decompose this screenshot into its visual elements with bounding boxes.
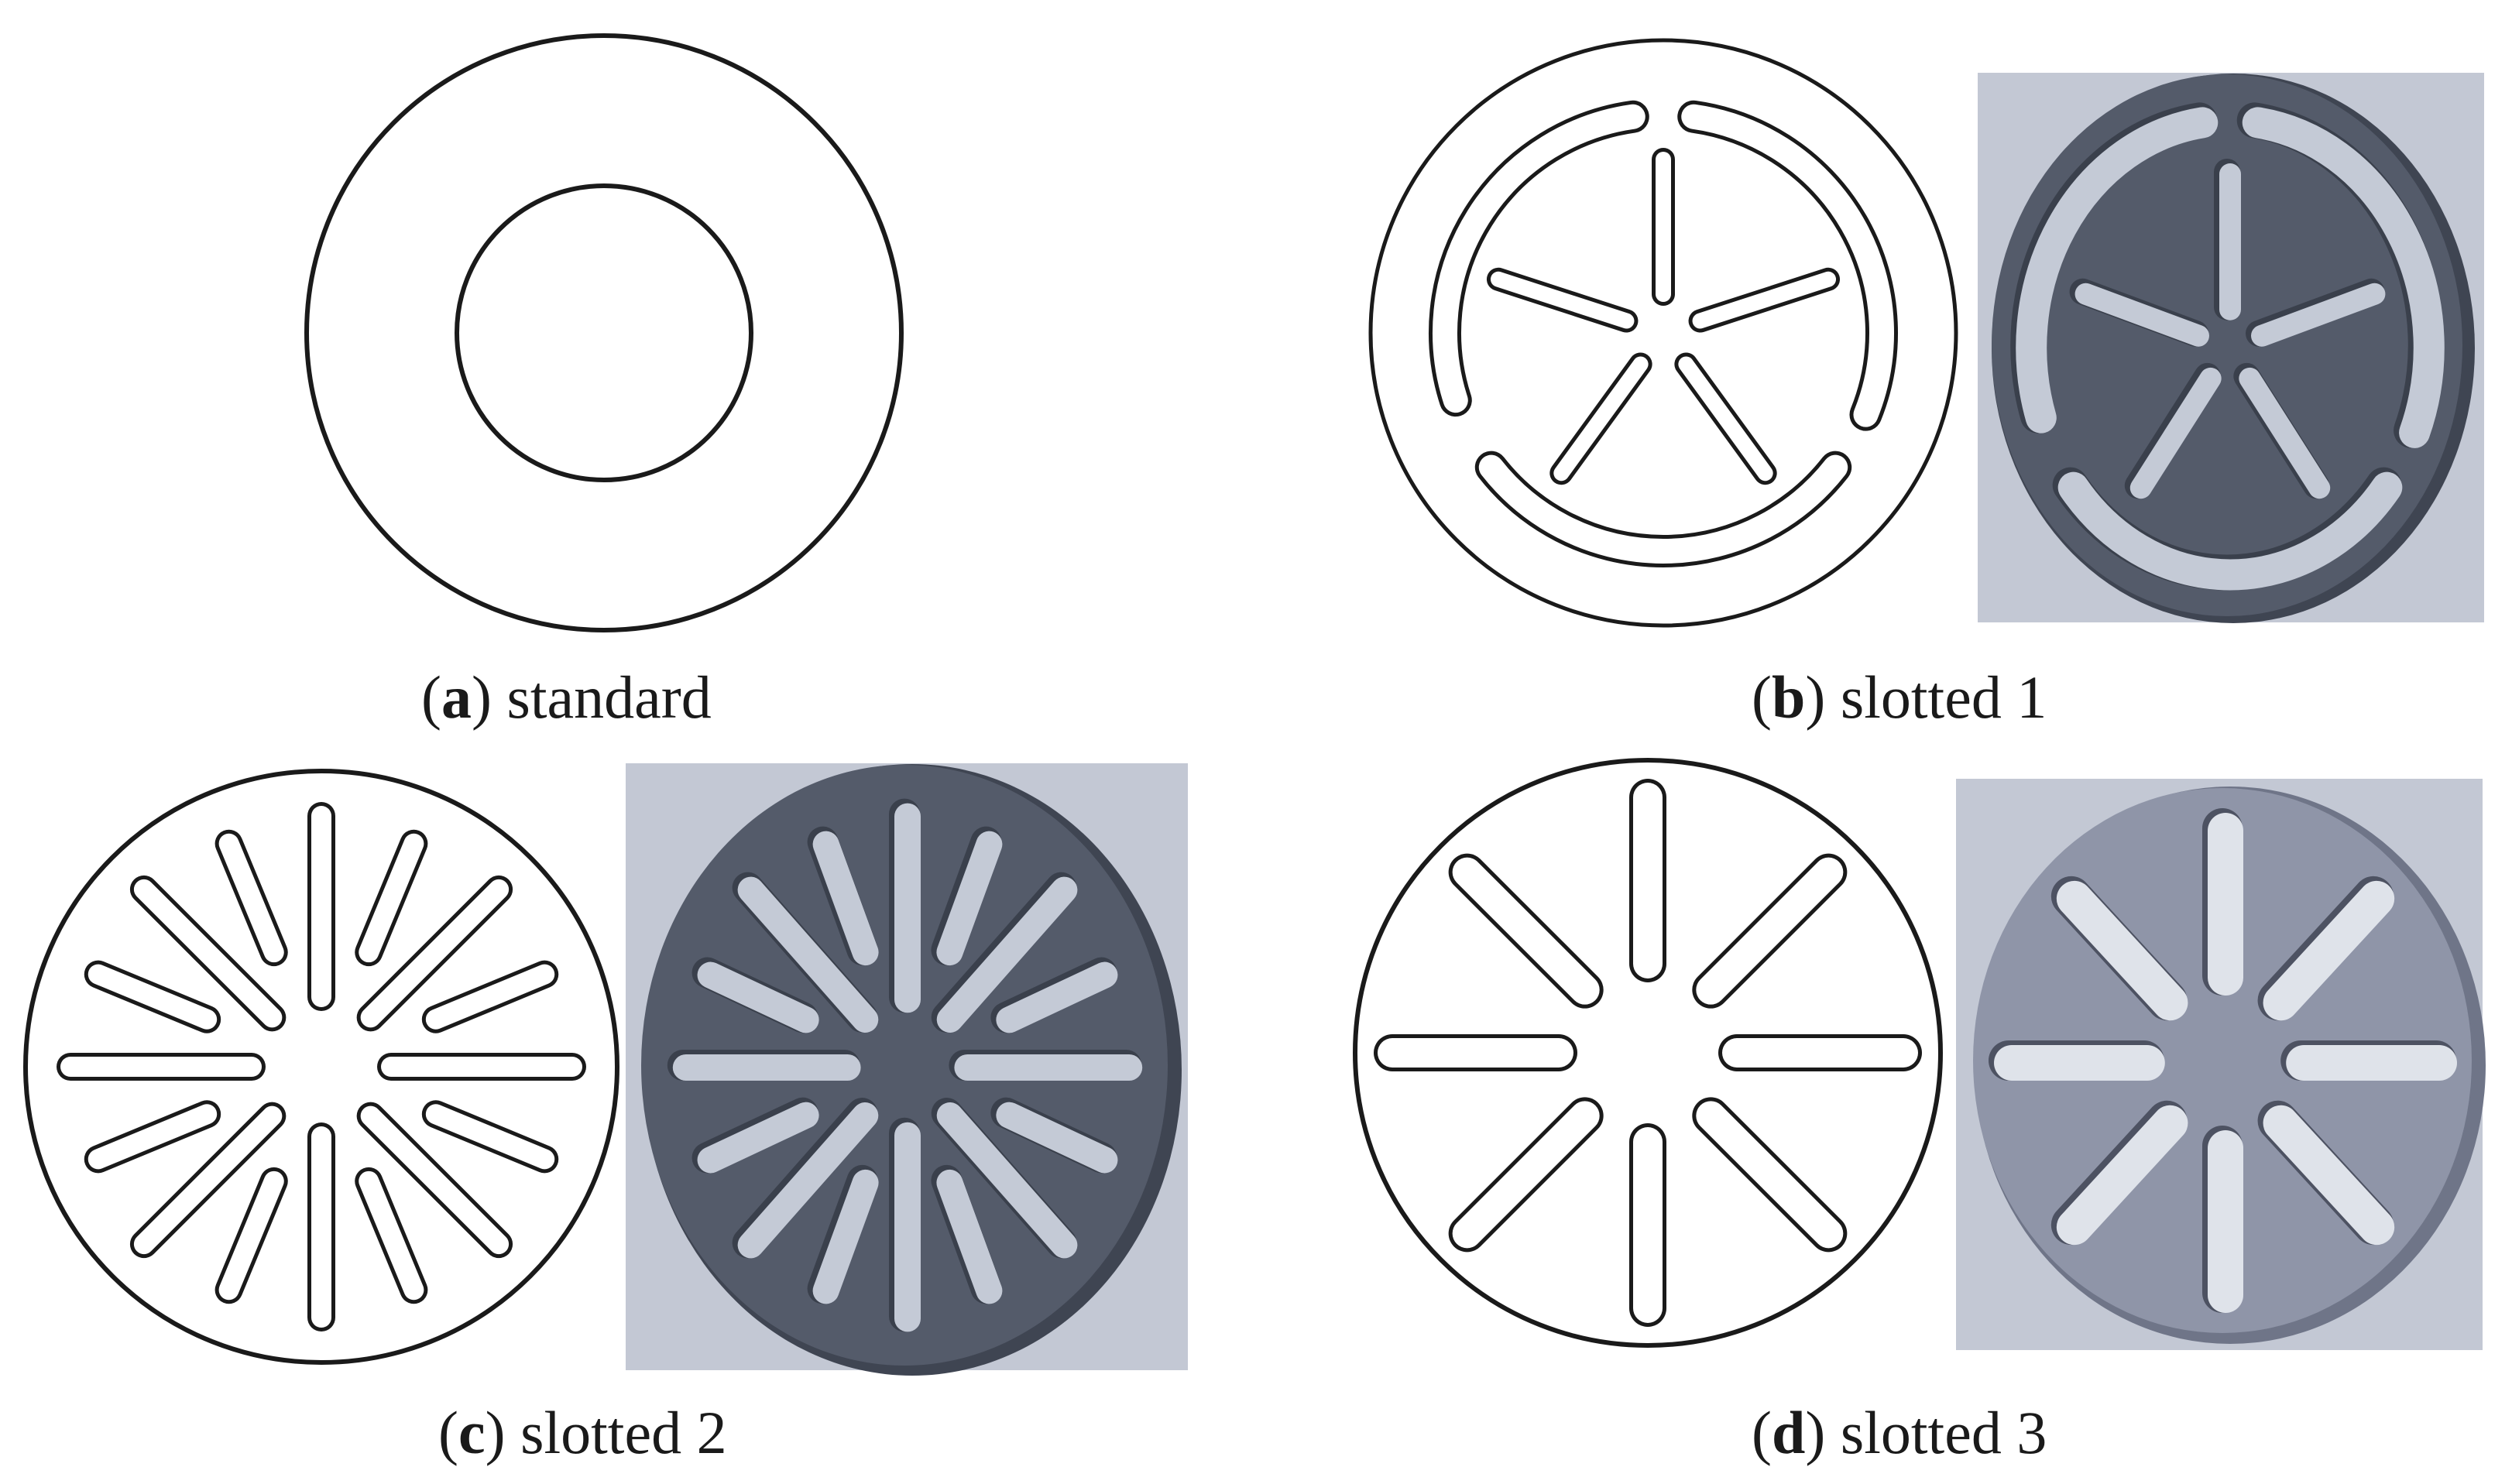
slot [936,876,1078,1033]
caption-letter: d [1771,1399,1806,1466]
caption-letter: a [441,663,472,731]
panel-c-slotted2-render [626,763,1188,1376]
slot [2056,880,2188,1021]
arc-slot-inner [1433,104,1645,413]
plate-outline [1368,38,1958,628]
caption-c: (c) slotted 2 [438,1399,727,1466]
panel-b-slotted1-drawing [1368,38,1958,628]
slot-inner [1490,271,1635,329]
slot [2263,1105,2395,1246]
caption-letter: c [458,1399,486,1466]
slot-inner [1553,356,1649,482]
panel-b-slotted1-render [1978,73,2484,623]
panel-d-slotted3-render [1956,779,2486,1350]
slot-inner [359,1170,424,1301]
caption-letter: b [1771,663,1806,731]
slot-inner [1696,857,1844,1005]
caption-title: standard [506,663,712,731]
slot-inner [133,879,283,1028]
panel-d-slotted3-drawing [1353,758,1943,1348]
arc-slot [2242,107,2445,448]
arc-slot [2016,107,2219,434]
slot-inner [1452,1101,1600,1249]
slot [936,1169,1003,1304]
slot [996,1102,1118,1174]
plate-outline [23,769,619,1365]
caption-title: slotted 3 [1840,1399,2047,1466]
slot-inner [1692,271,1837,329]
inner-circle [455,183,753,482]
arc-slot-inner [1478,454,1848,564]
slot-inner [360,1105,510,1255]
outer-circle [304,33,904,632]
slot [697,1102,819,1174]
slot-inner [1678,356,1773,482]
slot [2074,283,2209,347]
arc-slot-inner [1681,104,1894,427]
slot [697,961,819,1033]
slot [737,876,879,1033]
slot [2239,367,2331,499]
slot-inner [360,879,510,1028]
slot [996,961,1118,1033]
caption-title: slotted 1 [1840,663,2047,731]
caption-a: (a) standard [421,663,712,731]
slot [936,831,1003,966]
slot-inner [133,1105,283,1255]
slot-inner [359,833,424,963]
slot-inner [218,1170,284,1301]
slot [2263,880,2395,1021]
slot [2056,1105,2188,1246]
slot [812,1169,879,1304]
caption-title: slotted 2 [520,1399,727,1466]
slot-inner [218,833,284,963]
slot-inner [1452,857,1600,1005]
slot [2251,283,2386,347]
slot-inner [88,1104,218,1170]
slot [2129,367,2222,499]
slot-inner [1696,1101,1844,1249]
caption-d: (d) slotted 3 [1752,1399,2047,1466]
slot-inner [425,1104,555,1170]
plate-face [1992,74,2462,616]
slot [812,831,879,966]
plate-outline [1353,758,1943,1348]
panel-c-slotted2-drawing [23,769,619,1365]
slot-inner [425,964,555,1030]
slot [936,1102,1078,1259]
arc-slot [2057,471,2403,591]
slot-inner [88,964,218,1030]
panel-a-standard-drawing [304,33,904,632]
slot [737,1102,879,1259]
caption-b: (b) slotted 1 [1752,663,2047,731]
